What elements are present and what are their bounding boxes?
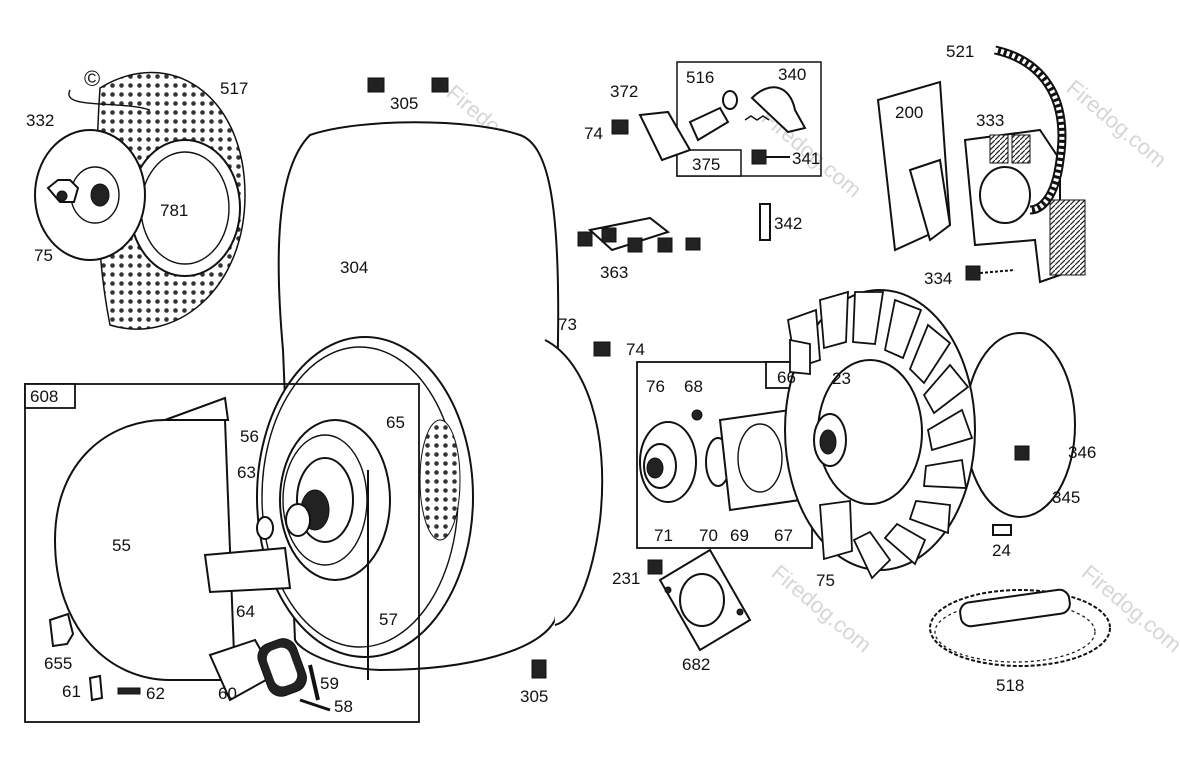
blower-housing-304	[256, 121, 604, 672]
label-74b: 74	[626, 340, 645, 359]
copyright-symbol: ©	[84, 66, 100, 91]
screen-retainer	[34, 129, 146, 261]
link-340	[750, 86, 807, 134]
label-70: 70	[699, 526, 718, 545]
bracket-200	[908, 158, 952, 242]
screws-305a	[367, 77, 385, 93]
screw-231	[647, 559, 663, 575]
governor-linkage	[611, 61, 822, 177]
screw-305b	[531, 659, 547, 679]
screw-62	[117, 687, 141, 695]
label-71: 71	[654, 526, 673, 545]
label-372: 372	[610, 82, 638, 101]
label-75: 75	[34, 246, 53, 265]
watermark: Firedog.com	[1077, 560, 1180, 658]
watermark: Firedog.com	[1062, 75, 1172, 173]
label-59: 59	[320, 674, 339, 693]
label-363: 363	[600, 263, 628, 282]
label-67: 67	[774, 526, 793, 545]
label-56: 56	[240, 427, 259, 446]
washer-63	[256, 516, 274, 540]
label-682: 682	[682, 655, 710, 674]
box-375	[676, 61, 822, 177]
screw-74	[611, 119, 629, 135]
label-23: 23	[832, 369, 851, 388]
label-63: 63	[237, 463, 256, 482]
label-68: 68	[684, 377, 703, 396]
screw-346	[1014, 445, 1030, 461]
label-66: 66	[777, 368, 796, 387]
part-labels: © 332 517 781 75 305 304 372 516 340 74 …	[26, 42, 1096, 716]
label-60: 60	[218, 684, 237, 703]
label-518: 518	[996, 676, 1024, 695]
label-305: 305	[390, 94, 418, 113]
label-375: 375	[692, 155, 720, 174]
ignition-assembly	[876, 45, 1086, 284]
label-332: 332	[26, 111, 54, 130]
label-73: 73	[558, 315, 577, 334]
terminal-block-363	[577, 216, 701, 253]
label-76: 76	[646, 377, 665, 396]
label-75b: 75	[816, 571, 835, 590]
label-61: 61	[62, 682, 81, 701]
lever-372	[638, 110, 692, 162]
flywheel-assembly	[784, 289, 1076, 580]
pin-58	[299, 698, 331, 712]
starter-assembly-box-608	[24, 383, 420, 723]
gasket-682	[658, 548, 752, 652]
key-24	[992, 524, 1012, 536]
label-305b: 305	[520, 687, 548, 706]
fuse-342	[759, 203, 771, 241]
label-57: 57	[379, 610, 398, 629]
starter-cover-55	[53, 419, 237, 681]
label-517: 517	[220, 79, 248, 98]
ball-68	[691, 409, 703, 421]
label-62: 62	[146, 684, 165, 703]
label-65: 65	[386, 413, 405, 432]
label-74: 74	[584, 124, 603, 143]
label-58: 58	[334, 697, 353, 716]
screw-334	[965, 265, 981, 281]
spring-655	[48, 612, 75, 648]
label-516: 516	[686, 68, 714, 87]
label-334: 334	[924, 269, 952, 288]
pin-59	[308, 664, 320, 701]
starter-rope-518	[929, 588, 1111, 667]
label-55: 55	[112, 536, 131, 555]
rotating-screen-assembly	[34, 71, 246, 330]
pulley-assembly	[639, 408, 802, 512]
spring-516	[722, 90, 738, 110]
rope-handle-inner	[266, 647, 298, 687]
label-200: 200	[895, 103, 923, 122]
starter-assembly	[48, 396, 391, 712]
clip-61	[88, 674, 104, 702]
screw-74b	[593, 341, 611, 357]
label-341: 341	[792, 149, 820, 168]
label-346: 346	[1068, 443, 1096, 462]
label-231: 231	[612, 569, 640, 588]
label-342: 342	[774, 214, 802, 233]
label-333: 333	[976, 111, 1004, 130]
bolt-341	[751, 149, 767, 165]
label-69: 69	[730, 526, 749, 545]
label-655: 655	[44, 654, 72, 673]
label-608: 608	[30, 387, 58, 406]
label-24: 24	[992, 541, 1011, 560]
label-304: 304	[340, 258, 368, 277]
label-345: 345	[1052, 488, 1080, 507]
label-340: 340	[778, 65, 806, 84]
label-521: 521	[946, 42, 974, 61]
label-64: 64	[236, 602, 255, 621]
fan-fins	[786, 290, 974, 580]
shaft-516	[688, 106, 730, 142]
label-781: 781	[160, 201, 188, 220]
